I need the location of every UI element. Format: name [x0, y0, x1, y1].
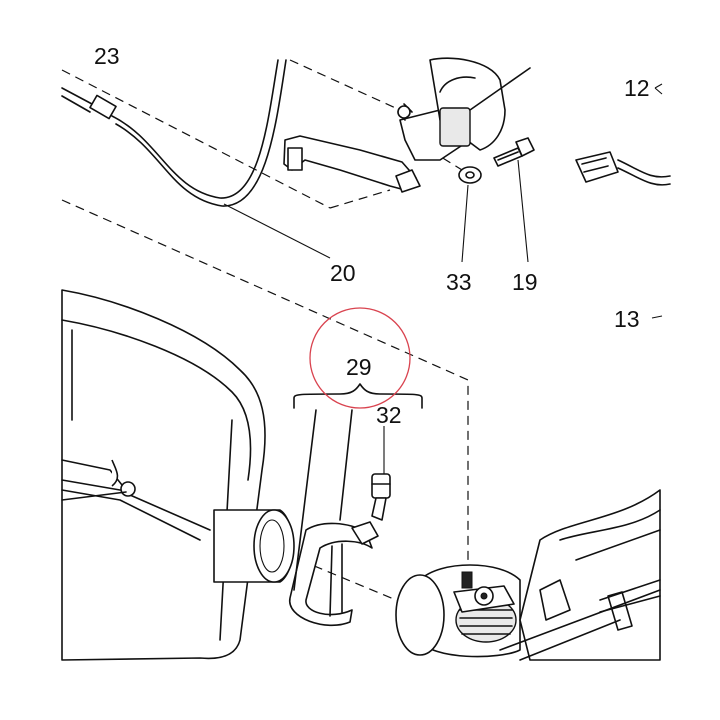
label-23: 23: [94, 43, 120, 69]
label-29: 29: [346, 354, 372, 380]
carburetor-assembly: [395, 489, 661, 661]
intake-outlet-tube: [213, 509, 295, 583]
washer-33: [458, 166, 482, 263]
air-intake-box: [61, 289, 266, 661]
lever-bracket: [283, 57, 531, 193]
wire-connector: [575, 151, 671, 186]
label-12: 12: [624, 75, 650, 101]
group-bracket: [293, 383, 423, 409]
bolt-19: [493, 137, 535, 263]
throttle-cable: [61, 59, 287, 207]
highlight-circle: [309, 307, 411, 409]
leader-12: [654, 83, 663, 95]
label-13: 13: [614, 306, 640, 332]
hose-clamp-29: [289, 409, 379, 627]
label-32: 32: [376, 402, 402, 428]
label-19: 19: [512, 269, 538, 295]
screw-32: [371, 426, 391, 521]
leader-13: [651, 315, 663, 319]
label-33: 33: [446, 269, 472, 295]
leader-20: [223, 203, 331, 259]
label-20: 20: [330, 260, 356, 286]
